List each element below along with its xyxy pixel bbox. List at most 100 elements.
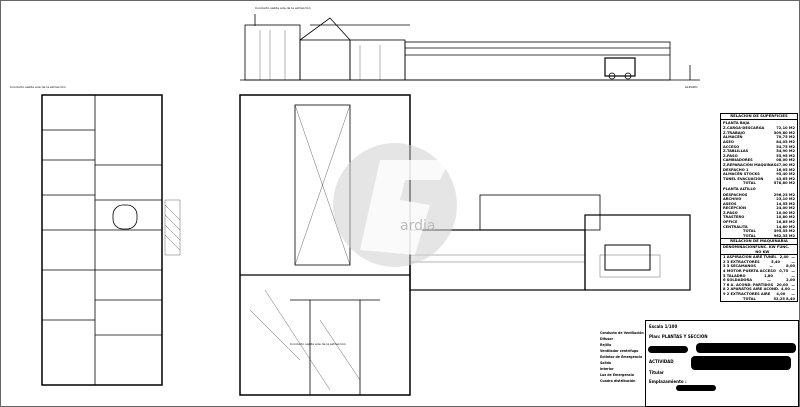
elevation-view bbox=[240, 14, 700, 81]
table-row: Z.TABLILLAS 54,90 M2 bbox=[721, 149, 797, 154]
elevation-note: Conducto salida aire de la extracción bbox=[255, 6, 311, 10]
middle-plan-note: Conducto salida aire de la extracción bbox=[290, 342, 346, 346]
table-cell: RECEPCIÓN bbox=[723, 206, 746, 211]
table-cell: — bbox=[791, 282, 795, 287]
table-cell: ALMACÉN STOCKS bbox=[723, 172, 760, 177]
table-cell: 14,55 M2 bbox=[776, 201, 795, 206]
header: DENOMINACIÓN bbox=[723, 245, 756, 250]
scale: Escala 1/100 bbox=[649, 324, 678, 329]
table-cell: 5 TALADRO bbox=[723, 273, 746, 278]
redaction bbox=[691, 356, 791, 370]
mezzanine-total: 395,55 M2 bbox=[773, 229, 795, 234]
table-cell: TRASTERO bbox=[723, 215, 745, 220]
table-cell: 8,00 bbox=[786, 264, 795, 269]
table-cell: 08,00 M2 bbox=[776, 158, 795, 163]
table-cell: OFFICE bbox=[723, 220, 738, 225]
table-cell: 24,00 M2 bbox=[776, 206, 795, 211]
table-cell: Z.CARGA-DESCARGA bbox=[723, 126, 765, 131]
surface-table: RELACIÓN DE SUPERFICIES PLANTA BAJA Z.CA… bbox=[720, 113, 798, 303]
legend-item: Luz de Emergencia bbox=[600, 373, 634, 377]
table-cell: TÚNEL EVACUACIÓN bbox=[723, 176, 764, 181]
table-row: Z.CARGA-DESCARGA 72,10 M2 bbox=[721, 126, 797, 131]
mezzanine-title: PLANTA ALTILLO bbox=[723, 186, 756, 191]
table-cell: 47,00 M2 bbox=[776, 162, 795, 167]
table-cell: Z.TRABAJO bbox=[723, 130, 745, 135]
table-row: CAMBIADORES 08,00 M2 bbox=[721, 158, 797, 163]
table-cell: 23,10 M2 bbox=[776, 197, 795, 202]
watermark-text: ardia bbox=[400, 218, 435, 234]
legend-item: Interior bbox=[600, 367, 614, 371]
table-cell: ACCESO bbox=[723, 144, 740, 149]
machinery-total-kw: 52,25 bbox=[773, 296, 785, 301]
activity-label: ACTIVIDAD bbox=[649, 359, 674, 364]
table-row: DESPACHOS 296,23 M2 bbox=[721, 193, 797, 198]
table-row: CENTRALITA 14,80 M2 bbox=[721, 225, 797, 230]
table-cell: 16,05 M2 bbox=[776, 167, 795, 172]
table-cell: Z.TABLILLAS bbox=[723, 149, 749, 154]
table-cell: DESPACHOS bbox=[723, 192, 748, 197]
table-cell: 2 3 EXTRACTORES bbox=[723, 259, 760, 264]
table-cell: 4,00 bbox=[780, 287, 790, 292]
title-block: Escala 1/100 Plan: PLANTAS Y SECCIÓN ACT… bbox=[645, 320, 799, 407]
ground-floor-title: PLANTA BAJA bbox=[723, 120, 750, 125]
total-label: TOTAL bbox=[743, 296, 756, 301]
table-cell: ARCHIVO bbox=[723, 197, 742, 202]
table-row: Z.TRABAJO 309,80 M2 bbox=[721, 131, 797, 136]
table-row: 3 3 SECAMANOS—8,00 bbox=[721, 264, 797, 269]
table-cell: 2,00 bbox=[786, 278, 795, 283]
table-cell: — bbox=[767, 278, 771, 283]
table-row: ARCHIVO 23,10 M2 bbox=[721, 197, 797, 202]
table-cell: 4,00 bbox=[776, 291, 786, 296]
table-cell: — bbox=[791, 255, 795, 260]
table-cell: 5,40 bbox=[771, 259, 780, 264]
table-cell: 54,75 M2 bbox=[776, 144, 795, 149]
header: FUNC. NO KW bbox=[755, 245, 790, 254]
table-cell: CENTRALITA bbox=[723, 224, 748, 229]
table-cell: 8 2 APARATOS AIRE ACOND. bbox=[723, 287, 780, 292]
table-cell: 14,80 M2 bbox=[776, 224, 795, 229]
machinery-total-no-kw: 8,40 bbox=[786, 296, 795, 301]
table-cell: Z.PASO bbox=[723, 153, 738, 158]
table-cell: — bbox=[791, 287, 795, 292]
table-cell: 309,80 M2 bbox=[773, 130, 795, 135]
table-row: RECEPCIÓN 24,00 M2 bbox=[721, 206, 797, 211]
table-cell: 0,75 bbox=[779, 269, 789, 273]
table-cell: 4 MOTOR PUERTA ACCESO bbox=[723, 269, 776, 273]
watermark-logo bbox=[333, 143, 457, 267]
table-cell: 7 6 A. ACOND. PARTIDOS bbox=[723, 282, 774, 287]
header: FUNC. KW bbox=[755, 245, 776, 250]
total-label: TOTAL bbox=[743, 229, 756, 234]
table-cell: 1 ASPIRACIÓN AIRE TUNEL bbox=[723, 255, 777, 260]
table-cell: 2,40 bbox=[779, 255, 789, 260]
legend-item: Rejilla bbox=[600, 343, 612, 347]
table-cell: ALMACÉN bbox=[723, 135, 743, 140]
table-cell: 72,10 M2 bbox=[776, 126, 795, 131]
table-cell: CAMBIADORES bbox=[723, 158, 753, 163]
table-cell: 296,23 M2 bbox=[773, 192, 795, 197]
grand-total: 962,35 M2 bbox=[773, 233, 795, 238]
table-cell: — bbox=[791, 269, 795, 273]
table-cell: — bbox=[769, 264, 773, 269]
table-cell: Z.PASO bbox=[723, 210, 738, 215]
table-cell: 6 SOLDADORA bbox=[723, 278, 753, 283]
table-cell: 9 2 EXTRACTORES AIRE bbox=[723, 291, 771, 296]
left-plan-note: Conducto salida aire de la extracción bbox=[10, 85, 66, 89]
left-floor-plan bbox=[41, 94, 181, 386]
total-label: TOTAL bbox=[743, 181, 756, 186]
legend-item: Difusor bbox=[600, 337, 614, 341]
table-cell: 54,90 M2 bbox=[776, 149, 795, 154]
